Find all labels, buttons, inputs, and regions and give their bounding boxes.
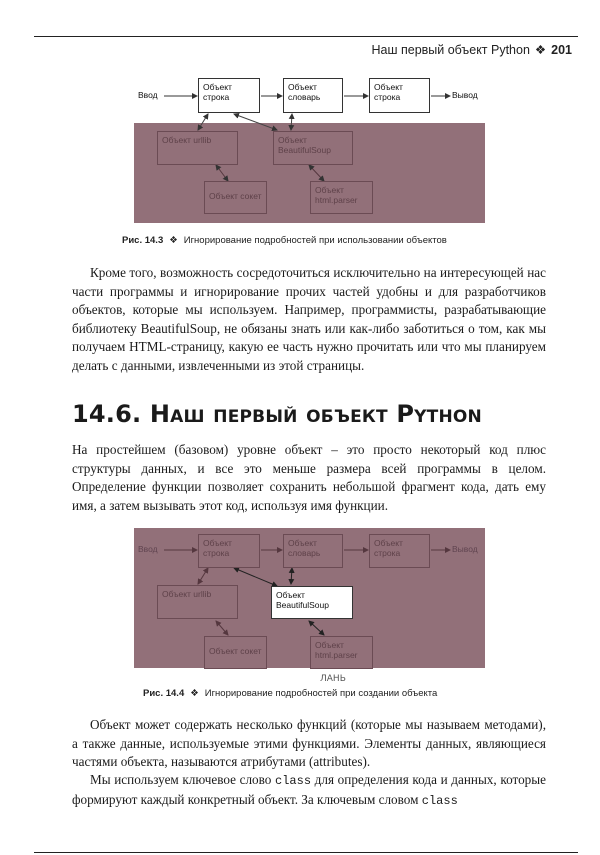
running-head-title: Наш первый объект Python: [371, 43, 530, 57]
caption-number: Рис. 14.4: [143, 688, 185, 699]
figure-14-4-caption: Рис. 14.4 ❖ Игнорирование подробностей при…: [143, 688, 437, 699]
object-dict-box: Объект словарь: [283, 78, 343, 113]
caption-text: Игнорирование подробностей при использов…: [183, 235, 447, 246]
paragraph-4-part-b: для определения кода и данных, которые ф…: [72, 772, 546, 807]
object-beautifulsoup-box: Объект BeautifulSoup: [273, 131, 353, 165]
object-htmlparser-box: Объект html.parser: [310, 181, 373, 214]
object-urllib-box: Объект urllib: [157, 585, 238, 619]
object-socket-box: Объект сокет: [204, 181, 267, 214]
footer-rule: [34, 852, 578, 853]
object-beautifulsoup-box: Объект BeautifulSoup: [271, 586, 353, 619]
paragraph-4-part-a: Мы используем ключевое слово: [90, 772, 276, 787]
publisher-watermark: ЛАНЬ: [320, 674, 346, 684]
object-htmlparser-box: Объект html.parser: [310, 636, 373, 669]
input-label: Ввод: [138, 544, 158, 554]
section-heading: 14.6. Наш первый объект Python: [72, 400, 482, 428]
caption-separator: ❖: [169, 235, 178, 246]
header-rule: [34, 36, 578, 37]
caption-text: Игнорирование подробностей при создании …: [204, 688, 438, 699]
output-label: Вывод: [452, 544, 478, 554]
page-number: 201: [551, 43, 572, 57]
object-string-out-box: Объект строка: [369, 78, 430, 113]
figure-14-4: Ввод Объект строка Объект словарь Объект…: [134, 528, 485, 688]
figure-14-3: Ввод Объект строка Объект словарь Объект…: [134, 76, 485, 256]
paragraph-1: Кроме того, возможность сосредоточиться …: [72, 265, 546, 373]
figure-14-3-caption: Рис. 14.3 ❖ Игнорирование подробностей при…: [122, 235, 447, 246]
paragraph-4: Мы используем ключевое слово class для о…: [72, 771, 546, 810]
object-string-in-box: Объект строка: [198, 78, 260, 113]
output-label: Вывод: [452, 90, 478, 100]
keyword-class-2: class: [421, 793, 458, 808]
paragraph-3: Объект может содержать несколько функций…: [72, 717, 546, 769]
object-dict-box: Объект словарь: [283, 534, 343, 568]
paragraph-2: На простейшем (базовом) уровне объект – …: [72, 442, 546, 513]
object-string-out-box: Объект строка: [369, 534, 430, 568]
object-socket-box: Объект сокет: [204, 636, 267, 669]
object-urllib-box: Объект urllib: [157, 131, 238, 165]
caption-separator: ❖: [190, 688, 199, 699]
keyword-class: class: [275, 774, 312, 788]
input-label: Ввод: [138, 90, 158, 100]
object-string-in-box: Объект строка: [198, 534, 260, 568]
figure-14-4-arrows: [164, 547, 451, 636]
caption-number: Рис. 14.3: [122, 235, 164, 246]
figure-14-3-arrows: [164, 93, 451, 182]
running-head-separator: ❖: [534, 43, 547, 57]
running-head: Наш первый объект Python ❖ 201: [372, 42, 573, 57]
